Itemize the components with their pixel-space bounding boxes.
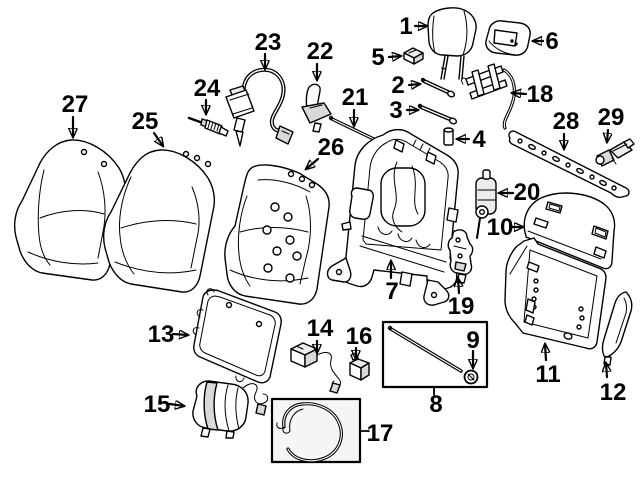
part-drive-with-cable-loop — [225, 67, 294, 147]
part-headrest-guide-bezel — [485, 20, 531, 56]
part-actuator-spindle — [187, 116, 229, 137]
perforation-hole — [285, 235, 295, 245]
callout-12-arrow — [606, 363, 607, 379]
part-seat-back-cover-left — [13, 139, 127, 281]
callout-5-arrow — [387, 56, 401, 57]
part-headrest — [427, 7, 477, 80]
callout-3-label: 3 — [389, 97, 402, 124]
part-retaining-clip — [403, 47, 424, 65]
callout-18-label: 18 — [527, 81, 554, 108]
perforation-hole — [263, 263, 273, 273]
part-bowden-cable-kit — [270, 397, 362, 464]
part-adjustment-motor — [475, 169, 497, 239]
callout-2-arrow — [407, 84, 420, 85]
part-trim-rail — [508, 130, 630, 198]
callout-25-label: 25 — [132, 108, 159, 135]
callout-4-label: 4 — [472, 126, 486, 153]
callout-9-label: 9 — [466, 327, 479, 354]
callout-18-arrow — [512, 93, 528, 94]
perforation-hole — [292, 251, 302, 261]
part-seat-back-cover-middle — [102, 149, 216, 293]
kit-box-17 — [270, 397, 362, 464]
cover27-hole — [100, 160, 108, 168]
callout-29-arrow — [607, 128, 608, 142]
part-torsion-rod-kit — [381, 320, 489, 389]
part-grommet — [463, 369, 479, 385]
callout-6-label: 6 — [545, 28, 558, 55]
callout-10-label: 10 — [487, 214, 514, 241]
callout-1-label: 1 — [399, 13, 412, 40]
callout-5-label: 5 — [371, 44, 384, 71]
part-side-trim-blade — [601, 291, 633, 370]
callout-2-label: 2 — [391, 72, 404, 99]
cover25-hole — [204, 160, 212, 168]
callout-12-label: 12 — [600, 379, 627, 406]
part-guide-rod-lower — [417, 103, 458, 125]
callout-14-label: 14 — [307, 315, 334, 342]
part-seat-back-upper-panel — [523, 192, 616, 270]
cover25-hole — [193, 154, 201, 162]
part-headrest-bracket — [461, 63, 516, 130]
perforation-hole — [262, 225, 272, 235]
callout-7-label: 7 — [385, 278, 398, 305]
perforation-hole — [272, 246, 282, 256]
perforation-hole — [283, 212, 293, 222]
perforation-hole — [270, 202, 280, 212]
callout-20-label: 20 — [514, 179, 541, 206]
callout-26-arrow — [306, 157, 320, 169]
callout-15-label: 15 — [144, 391, 171, 418]
part-seat-back-cover-perforated — [224, 164, 330, 305]
part-position-sensor — [595, 138, 635, 167]
callout-11-arrow — [545, 344, 546, 362]
part-spacer-sleeve — [443, 127, 454, 146]
part-release-lever — [301, 83, 332, 133]
callout-25-arrow — [152, 131, 163, 146]
callout-22-label: 22 — [307, 38, 334, 65]
callout-28-label: 28 — [553, 108, 580, 135]
callout-13-label: 13 — [148, 321, 175, 348]
callout-8-label: 8 — [429, 391, 442, 418]
part-seat-back-panel — [504, 237, 607, 350]
callout-19-label: 19 — [448, 293, 475, 320]
cover25-hole — [182, 150, 190, 158]
callout-23-label: 23 — [255, 29, 282, 56]
part-guide-rod-upper — [420, 77, 456, 98]
callout-16-label: 16 — [346, 323, 373, 350]
perforation-hole — [285, 273, 295, 283]
callout-19-arrow — [458, 278, 459, 295]
callout-27-label: 27 — [62, 91, 89, 118]
callout-13-arrow — [171, 334, 188, 335]
callout-21-label: 21 — [342, 84, 369, 111]
callout-24-label: 24 — [194, 75, 221, 102]
part-seat-back-frame — [326, 128, 459, 306]
callout-29-label: 29 — [598, 104, 625, 131]
part-lumbar-drive-unit — [192, 380, 269, 439]
cover27-hole — [80, 148, 88, 156]
part-seat-back-board — [192, 288, 282, 384]
part-wiring-harness-connector — [290, 342, 341, 394]
part-connector-housing — [349, 352, 370, 381]
callout-11-label: 11 — [535, 361, 560, 388]
callout-15-arrow — [168, 404, 184, 406]
callout-26-label: 26 — [318, 134, 345, 161]
callout-17-label: 17 — [367, 420, 394, 447]
